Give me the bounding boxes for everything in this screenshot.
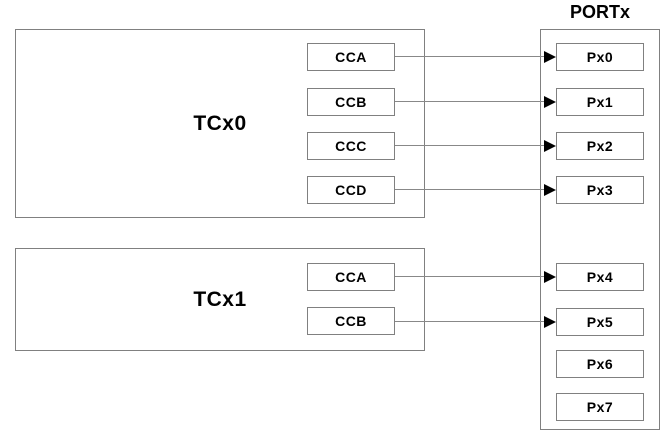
connector-line	[395, 321, 545, 322]
channel-box-tcx0-cca: CCA	[307, 43, 395, 71]
arrowhead-icon	[544, 140, 556, 152]
pin-box-px2: Px2	[556, 132, 644, 160]
channel-box-tcx1-ccb: CCB	[307, 307, 395, 335]
port-title: PORTx	[569, 2, 630, 22]
arrowhead-icon	[544, 96, 556, 108]
arrowhead-icon	[544, 184, 556, 196]
arrow-tcx1-cca-to-px4	[395, 271, 556, 283]
arrow-tcx1-ccb-to-px5	[395, 316, 556, 328]
arrow-tcx0-cca-to-px0	[395, 51, 556, 63]
connector-line	[395, 101, 545, 102]
channel-box-tcx0-ccd: CCD	[307, 176, 395, 204]
pin-box-px5: Px5	[556, 308, 644, 336]
pin-box-px0: Px0	[556, 43, 644, 71]
pin-box-px6: Px6	[556, 350, 644, 378]
channel-box-tcx1-cca: CCA	[307, 263, 395, 291]
connector-line	[395, 276, 545, 277]
connector-line	[395, 56, 545, 57]
timer-label-tcx1: TCx1	[193, 288, 247, 311]
timer-label-tcx0: TCx0	[193, 112, 247, 135]
pin-box-px1: Px1	[556, 88, 644, 116]
arrow-tcx0-ccb-to-px1	[395, 96, 556, 108]
pin-box-px7: Px7	[556, 393, 644, 421]
arrow-tcx0-ccd-to-px3	[395, 184, 556, 196]
channel-box-tcx0-ccb: CCB	[307, 88, 395, 116]
arrowhead-icon	[544, 316, 556, 328]
arrow-tcx0-ccc-to-px2	[395, 140, 556, 152]
arrowhead-icon	[544, 51, 556, 63]
arrowhead-icon	[544, 271, 556, 283]
connector-line	[395, 189, 545, 190]
pin-box-px4: Px4	[556, 263, 644, 291]
channel-box-tcx0-ccc: CCC	[307, 132, 395, 160]
pin-box-px3: Px3	[556, 176, 644, 204]
connector-line	[395, 145, 545, 146]
